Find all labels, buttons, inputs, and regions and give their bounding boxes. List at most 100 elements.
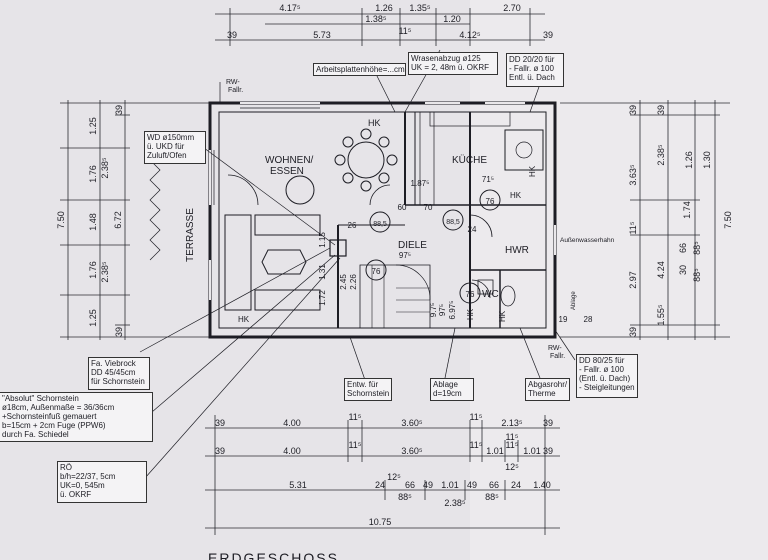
dim-bot3-3: 66	[405, 480, 415, 490]
dim-bot3-0: 5.31	[289, 480, 307, 490]
dim-top3-0: 39	[227, 30, 237, 40]
dim-right-small-1: 39	[656, 105, 666, 115]
dim-bot2-0: 39	[215, 446, 225, 456]
dim-top2-0: 1.38⁵	[365, 14, 387, 24]
room-living-label: WOHNEN/ ESSEN	[265, 155, 316, 177]
dim-left-mid-0: 1.25	[88, 117, 98, 135]
dim-int-4: 70	[424, 203, 433, 212]
dim-left-mid-4: 1.25	[88, 309, 98, 327]
door-circle-4: 76	[466, 290, 475, 299]
dim-top2-1: 1.20	[443, 14, 461, 24]
dim-bot2b-0: 12⁵	[505, 462, 519, 472]
viebrock-note: Fa. Viebrock DD 45/45cm für Schornstein	[88, 357, 150, 390]
dim-right-c-0: 1.26	[684, 151, 694, 169]
dim-bot3-1: 24	[375, 480, 385, 490]
hk-kitchen2-label: HK	[510, 191, 522, 200]
rw-top-label: RW-Fallr.	[226, 79, 243, 94]
dim-bot3-5: 1.01	[441, 480, 459, 490]
dim-right-c-2: 66	[678, 243, 688, 253]
dim-right-b-0: 2.38⁵	[656, 144, 666, 166]
ro-note: RÖ b/h=22/37, 5cm UK=0, 545m ü. OKRF	[57, 461, 147, 503]
entw-note: Entw. für Schornstein	[344, 378, 392, 401]
dim-int-14: 28	[584, 315, 593, 324]
dim-left-outer: 7.50	[56, 211, 66, 229]
door-circle-1: 88,5	[446, 219, 460, 226]
door-circle-2: 76	[486, 197, 495, 206]
dim-right-c-4: 30	[678, 265, 688, 275]
rw-bottom-label: RW-Fallr.	[548, 345, 565, 360]
dim-top3-1: 5.73	[313, 30, 331, 40]
dim-left-mid-2: 1.48	[88, 213, 98, 231]
dim-bot1-6: 39	[543, 418, 553, 428]
hk-wc-label: HK	[498, 310, 507, 322]
dim-int-15: 24	[468, 225, 477, 234]
hk-kitchen-label: HK	[528, 165, 537, 177]
dim-right-a-0: 3.63⁵	[628, 164, 638, 186]
dim-left-small-1: 39	[114, 327, 124, 337]
dim-bot2-7: 1.01	[523, 446, 541, 456]
dim-right-c-3: 88⁵	[692, 241, 702, 255]
dim-bot3-2: 12⁵	[387, 472, 401, 482]
dim-bot1-2: 11⁵	[348, 412, 361, 422]
dim-right-c-1: 1.30	[702, 151, 712, 169]
hk-living2-label: HK	[238, 315, 250, 324]
floor-title: ERDGESCHOSS	[208, 550, 339, 560]
dim-total: 10.75	[369, 517, 392, 527]
dim-right-b-1: 1.74	[682, 201, 692, 219]
dim-bot3-7: 66	[489, 480, 499, 490]
dim-int-13: 19	[559, 315, 568, 324]
dim-int-8: 1.31	[318, 264, 327, 280]
dim-right-outer: 7.50	[723, 211, 733, 229]
dim-left-mid-3: 1.76	[88, 261, 98, 279]
room-hall-label: DIELE	[398, 240, 427, 251]
dim-bot2-2: 11⁵	[348, 440, 361, 450]
dim-top1-3: 2.70	[503, 3, 521, 13]
dim-bot1-1: 4.00	[283, 418, 301, 428]
dim-right-small-2: 39	[628, 327, 638, 337]
ablage-small-label: Ablage	[571, 291, 577, 310]
room-kitchen-label: KÜCHE	[452, 154, 487, 166]
worktop-note: Arbeitsplattenhöhe=...cm	[313, 63, 406, 76]
room-utility-label: HWR	[505, 245, 529, 256]
dim-right-b-2: 4.24	[656, 261, 666, 279]
dim-left-inner-2: 2.38⁵	[100, 261, 110, 283]
dim-int-2: 71⁵	[482, 175, 494, 184]
dim-bot2-6: 11⁵	[505, 440, 518, 450]
dd80-note: DD 80/25 für - Fallr. ø 100 (Entl. ü. Da…	[576, 354, 638, 398]
room-living-line2: ESSEN	[270, 166, 304, 177]
dim-top1-1: 1.26	[375, 3, 393, 13]
wrasen-note: Wrasenabzug ø125 UK = 2, 48m ü. OKRF	[408, 52, 498, 75]
dim-bot2-8: 39	[543, 446, 553, 456]
dim-int-7: 2.45	[339, 274, 348, 290]
dim-right-small-0: 39	[628, 105, 638, 115]
dim-right-c-5: 88⁵	[692, 268, 702, 282]
dim-int-11: 97⁵	[438, 304, 447, 316]
dim-bot3-9: 1.40	[533, 480, 551, 490]
dim-top3-4: 39	[543, 30, 553, 40]
dim-right-b-3: 1.55⁵	[656, 304, 666, 326]
hk-hall-label: HK	[466, 308, 475, 320]
dim-bot3b-0: 88⁵	[398, 492, 412, 502]
dim-int-5: 26	[348, 221, 357, 230]
dim-bot1-0: 39	[215, 418, 225, 428]
dim-bot3-6: 49	[467, 480, 477, 490]
dim-bot1-5: 2.13⁵	[501, 418, 523, 428]
dim-top1-2: 1.35⁵	[409, 3, 431, 13]
dim-left-small-0: 39	[114, 105, 124, 115]
dim-int-3: 60	[398, 203, 407, 212]
dim-int-16: 9.7⁵	[429, 303, 438, 317]
absolut-chimney-note: "Absolut" Schornstein ø18cm, Außenmaße =…	[0, 392, 153, 442]
dim-int-6: 1.15	[318, 232, 327, 248]
dim-int-1: 1.87⁵	[411, 179, 430, 188]
dim-bot1-4: 11⁵	[469, 412, 482, 422]
dim-right-a-1: 11⁵	[628, 221, 638, 234]
dim-left-mid-1: 1.76	[88, 165, 98, 183]
room-wc-label: WC	[482, 289, 499, 300]
room-living-line1: WOHNEN/	[265, 155, 314, 166]
dim-bot3b-1: 2.38⁵	[444, 498, 466, 508]
dim-bot1b-0: 11⁵	[505, 432, 518, 442]
dim-bot2-3: 3.60⁵	[401, 446, 423, 456]
dim-bot2-4: 11⁵	[469, 440, 482, 450]
dim-int-0: 97⁵	[399, 251, 411, 260]
